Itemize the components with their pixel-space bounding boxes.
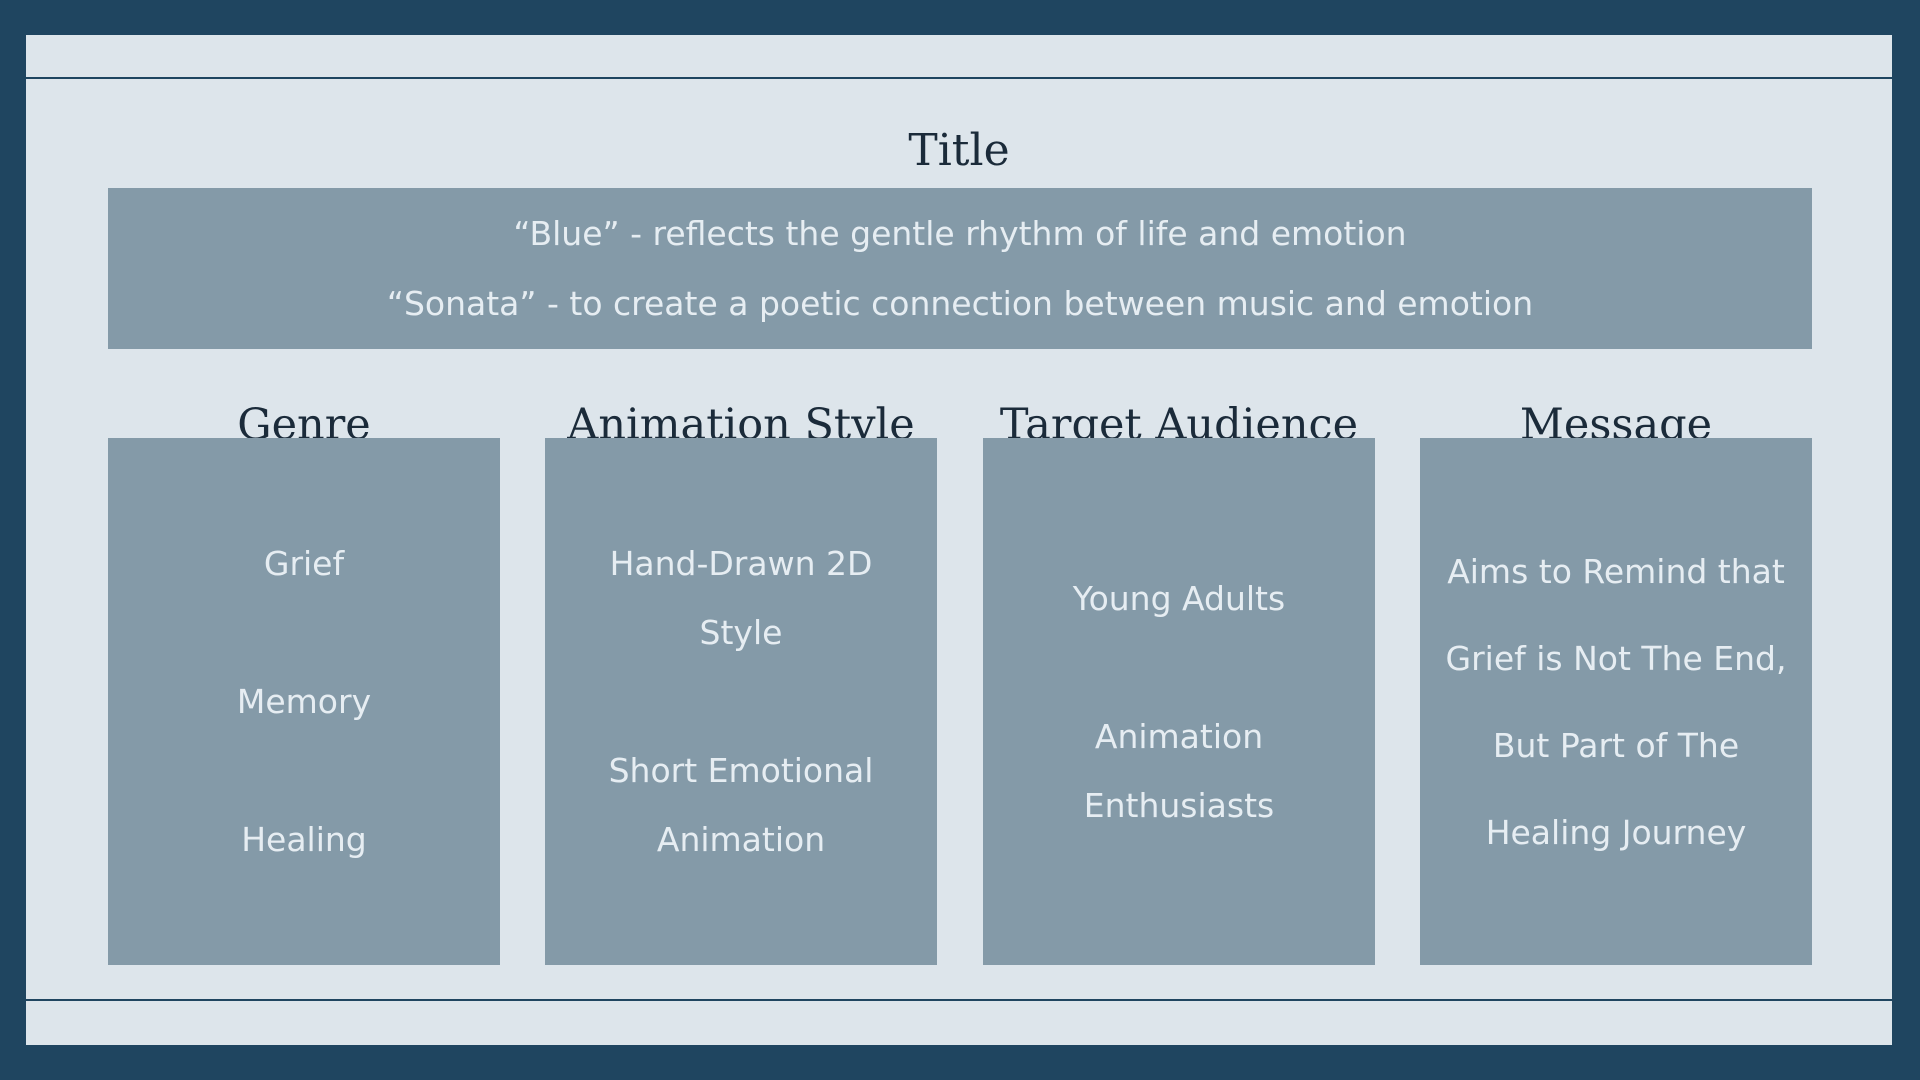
- banner-line-sonata: “Sonata” - to create a poetic connection…: [386, 283, 1534, 323]
- animation-style-item-short-emotional: Short Emotional Animation: [608, 751, 874, 859]
- title-banner: “Blue” - reflects the gentle rhythm of l…: [108, 188, 1812, 349]
- genre-item-grief: Grief: [263, 544, 345, 583]
- genre-panel: Grief Memory Healing: [108, 438, 500, 965]
- audience-item-young-adults: Young Adults: [1072, 578, 1286, 618]
- message-text: Aims to Remind that Grief is Not The End…: [1445, 551, 1787, 852]
- genre-item-healing: Healing: [241, 820, 367, 859]
- animation-style-item-hand-drawn: Hand-Drawn 2D Style: [609, 544, 873, 652]
- animation-style-panel: Hand-Drawn 2D Style Short Emotional Anim…: [545, 438, 937, 965]
- top-divider: [26, 77, 1892, 79]
- audience-item-animation-enthusiasts: Animation Enthusiasts: [1083, 716, 1275, 825]
- page-title: Title: [908, 124, 1010, 176]
- bottom-divider: [26, 999, 1892, 1001]
- slide: Title “Blue” - reflects the gentle rhyth…: [26, 35, 1892, 1045]
- message-panel: Aims to Remind that Grief is Not The End…: [1420, 438, 1812, 965]
- genre-item-memory: Memory: [236, 682, 372, 721]
- target-audience-panel: Young Adults Animation Enthusiasts: [983, 438, 1375, 965]
- banner-line-blue: “Blue” - reflects the gentle rhythm of l…: [513, 213, 1407, 253]
